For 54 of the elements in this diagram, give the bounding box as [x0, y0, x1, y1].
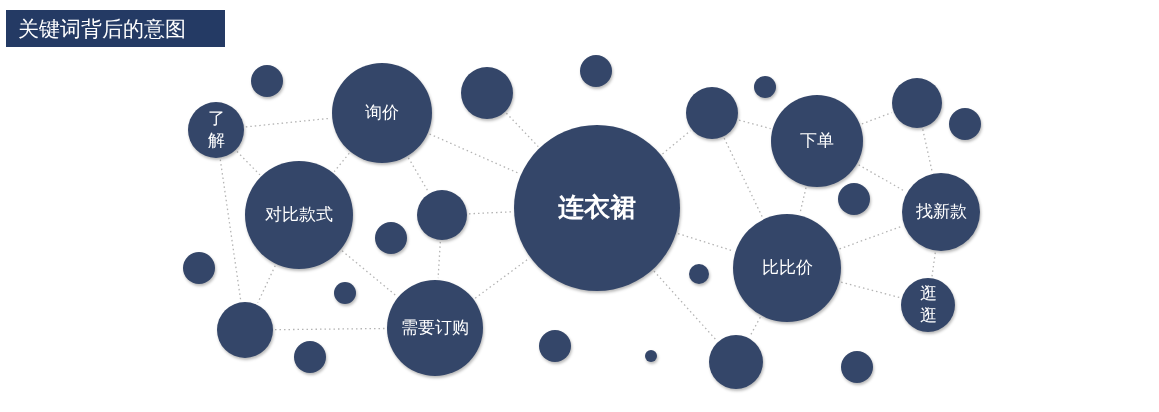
connector-line [861, 111, 893, 125]
connector-line [922, 128, 933, 173]
connector-line [468, 211, 513, 215]
bubble [689, 264, 709, 284]
keyword-label: 对比款式 [265, 203, 333, 226]
keyword-bubble [771, 95, 863, 187]
keyword-bubble [901, 278, 955, 332]
keyword-bubble [387, 280, 483, 376]
connector-line [840, 281, 901, 299]
connector-line [274, 327, 386, 331]
bubble [334, 282, 356, 304]
bubble [645, 350, 657, 362]
connector-line [653, 270, 718, 342]
connector-line [333, 152, 350, 173]
connector-line [505, 112, 539, 148]
connector-line [257, 265, 276, 304]
connector-line [749, 316, 761, 338]
keyword-label: 逛逛 [918, 282, 938, 327]
keyword-label: 下单 [800, 129, 834, 152]
keyword-bubble [188, 102, 244, 158]
bubble [417, 190, 467, 240]
keyword-label: 了解 [206, 107, 226, 152]
bubble [892, 78, 942, 128]
connector-line [407, 157, 429, 193]
connector-line [428, 133, 520, 175]
keyword-label: 询价 [365, 101, 399, 124]
connector-line [723, 137, 764, 219]
connector-line [245, 117, 331, 128]
bubble [709, 335, 763, 389]
bubble [686, 87, 738, 139]
title-banner: 关键词背后的意图 [6, 10, 225, 47]
bubble [539, 330, 571, 362]
connector-line [931, 251, 936, 277]
bubble [838, 183, 870, 215]
keyword-label: 需要订购 [401, 316, 469, 339]
keyword-label: 比比价 [761, 256, 813, 279]
keyword-bubble [902, 173, 980, 251]
bubble [949, 108, 981, 140]
connector-line [341, 250, 398, 297]
bubble [754, 76, 776, 98]
bubble [375, 222, 407, 254]
connector-line [738, 119, 772, 130]
keyword-label: 连衣裙 [558, 191, 636, 225]
bubble [183, 252, 215, 284]
bubble [580, 55, 612, 87]
bubble [217, 302, 273, 358]
connector-line [219, 159, 242, 301]
bubble [841, 351, 873, 383]
connector-line [236, 150, 261, 176]
connector-line [474, 257, 530, 299]
bubble [251, 65, 283, 97]
keyword-label: 找新款 [915, 200, 967, 223]
bubble [294, 341, 326, 373]
bubble [461, 67, 513, 119]
